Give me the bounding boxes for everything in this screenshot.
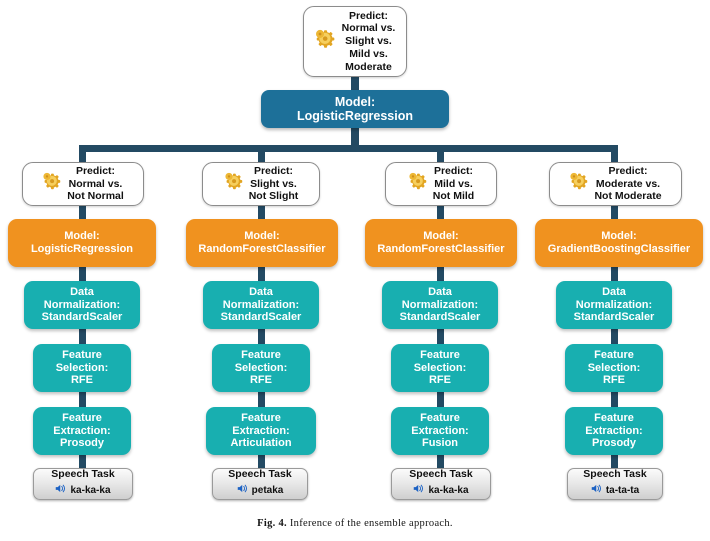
branch-1-selection-box[interactable]: Feature Selection: RFE (33, 344, 131, 392)
branch-2-selection-label: Feature Selection: RFE (234, 349, 288, 387)
connector-b4-model-to-norm (611, 266, 618, 282)
figure-caption: Fig. 4. Inference of the ensemble approa… (0, 518, 710, 529)
connector-b1-model-to-norm (79, 266, 86, 282)
branch-4-extraction-label: Feature Extraction: Prosody (585, 412, 643, 450)
branch-4-extraction-box[interactable]: Feature Extraction: Prosody (565, 407, 663, 455)
connector-b2-model-to-norm (258, 266, 265, 282)
branch-4-speech-task-row: ta-ta-ta (591, 481, 639, 499)
branch-2-selection-box[interactable]: Feature Selection: RFE (212, 344, 310, 392)
branch-1-model-box[interactable]: Model: LogisticRegression (8, 219, 156, 267)
connector-b3-predict-to-model (437, 203, 444, 220)
gear-icon (569, 171, 589, 196)
branch-1-normalization-box[interactable]: Data Normalization: StandardScaler (24, 281, 140, 329)
branch-2-normalization-box[interactable]: Data Normalization: StandardScaler (203, 281, 319, 329)
branch-3-speech-task-title: Speech Task (409, 467, 473, 480)
branch-3-predict-label: Predict: Mild vs. Not Mild (432, 164, 475, 203)
gear-icon (315, 28, 337, 55)
branch-2-extraction-box[interactable]: Feature Extraction: Articulation (206, 407, 316, 455)
connector-branch-bus (79, 145, 618, 152)
root-model-box[interactable]: Model: LogisticRegression (261, 90, 449, 128)
branch-1-normalization-label: Data Normalization: StandardScaler (41, 286, 123, 324)
speaker-icon (413, 481, 425, 499)
branch-1-extraction-label: Feature Extraction: Prosody (53, 412, 111, 450)
branch-4-selection-box[interactable]: Feature Selection: RFE (565, 344, 663, 392)
branch-2-speech-task-title: Speech Task (228, 467, 292, 480)
connector-b1-norm-to-sel (79, 328, 86, 344)
connector-drop-branch-2 (258, 145, 265, 165)
branch-2-predict-label: Predict: Slight vs. Not Slight (248, 164, 299, 203)
branch-4-model-label: Model: GradientBoostingClassifier (547, 230, 691, 255)
branch-2-predict-box[interactable]: Predict: Slight vs. Not Slight (202, 162, 320, 206)
connector-b3-ext-to-speech (437, 454, 444, 470)
connector-root-predict-to-model (351, 76, 359, 94)
branch-3-normalization-box[interactable]: Data Normalization: StandardScaler (382, 281, 498, 329)
connector-b1-predict-to-model (79, 203, 86, 220)
connector-b3-sel-to-ext (437, 392, 444, 408)
branch-3-extraction-label: Feature Extraction: Fusion (411, 412, 469, 450)
speaker-icon (55, 481, 67, 499)
branch-3-extraction-box[interactable]: Feature Extraction: Fusion (391, 407, 489, 455)
branch-4-predict-box[interactable]: Predict: Moderate vs. Not Moderate (549, 162, 682, 206)
connector-root-model-to-bus (351, 126, 359, 149)
branch-2-speech-task-row: petaka (237, 481, 284, 499)
connector-b2-sel-to-ext (258, 392, 265, 408)
branch-3-speech-task-box[interactable]: Speech Task ka-ka-ka (391, 468, 491, 500)
speaker-icon (237, 481, 249, 499)
branch-2-speech-task-label: petaka (251, 484, 284, 496)
branch-1-predict-box[interactable]: Predict: Normal vs. Not Normal (22, 162, 144, 206)
connector-b4-norm-to-sel (611, 328, 618, 344)
speaker-icon (591, 481, 603, 499)
branch-2-model-label: Model: RandomForestClassifier (198, 230, 326, 255)
connector-b1-sel-to-ext (79, 392, 86, 408)
branch-2-extraction-label: Feature Extraction: Articulation (230, 412, 292, 450)
figure-caption-text: Inference of the ensemble approach. (289, 518, 453, 529)
branch-1-speech-task-box[interactable]: Speech Task ka-ka-ka (33, 468, 133, 500)
gear-icon (42, 171, 62, 196)
branch-2-model-box[interactable]: Model: RandomForestClassifier (186, 219, 338, 267)
branch-2-speech-task-box[interactable]: Speech Task petaka (212, 468, 308, 500)
branch-1-extraction-box[interactable]: Feature Extraction: Prosody (33, 407, 131, 455)
connector-b1-ext-to-speech (79, 454, 86, 470)
branch-3-selection-box[interactable]: Feature Selection: RFE (391, 344, 489, 392)
branch-3-model-label: Model: RandomForestClassifier (377, 230, 505, 255)
connector-b2-ext-to-speech (258, 454, 265, 470)
branch-2-normalization-label: Data Normalization: StandardScaler (220, 286, 302, 324)
branch-3-selection-label: Feature Selection: RFE (413, 349, 467, 387)
branch-3-predict-box[interactable]: Predict: Mild vs. Not Mild (385, 162, 497, 206)
connector-b2-norm-to-sel (258, 328, 265, 344)
branch-4-selection-label: Feature Selection: RFE (587, 349, 641, 387)
branch-4-normalization-box[interactable]: Data Normalization: StandardScaler (556, 281, 672, 329)
branch-4-model-box[interactable]: Model: GradientBoostingClassifier (535, 219, 703, 267)
root-model-label: Model: LogisticRegression (297, 94, 413, 123)
connector-drop-branch-4 (611, 145, 618, 165)
branch-1-selection-label: Feature Selection: RFE (55, 349, 109, 387)
gear-icon (224, 171, 244, 196)
branch-1-predict-label: Predict: Normal vs. Not Normal (67, 164, 124, 203)
branch-1-speech-task-row: ka-ka-ka (55, 481, 111, 499)
branch-3-model-box[interactable]: Model: RandomForestClassifier (365, 219, 517, 267)
figure-caption-label: Fig. 4. (257, 518, 287, 529)
branch-1-speech-task-label: ka-ka-ka (70, 484, 111, 496)
branch-1-speech-task-title: Speech Task (51, 467, 115, 480)
connector-b4-predict-to-model (611, 203, 618, 220)
root-predict-box[interactable]: Predict: Normal vs. Slight vs. Mild vs. … (303, 6, 407, 77)
branch-3-speech-task-row: ka-ka-ka (413, 481, 469, 499)
connector-b2-predict-to-model (258, 203, 265, 220)
branch-4-normalization-label: Data Normalization: StandardScaler (573, 286, 655, 324)
branch-4-predict-label: Predict: Moderate vs. Not Moderate (594, 164, 662, 203)
connector-b3-model-to-norm (437, 266, 444, 282)
branch-3-speech-task-label: ka-ka-ka (428, 484, 469, 496)
connector-b4-ext-to-speech (611, 454, 618, 470)
connector-drop-branch-3 (437, 145, 444, 165)
branch-4-speech-task-title: Speech Task (583, 467, 647, 480)
branch-1-model-label: Model: LogisticRegression (30, 230, 134, 255)
connector-b4-sel-to-ext (611, 392, 618, 408)
branch-4-speech-task-box[interactable]: Speech Task ta-ta-ta (567, 468, 663, 500)
connector-drop-branch-1 (79, 145, 86, 165)
connector-b3-norm-to-sel (437, 328, 444, 344)
gear-icon (408, 171, 428, 196)
branch-3-normalization-label: Data Normalization: StandardScaler (399, 286, 481, 324)
branch-4-speech-task-label: ta-ta-ta (605, 484, 640, 496)
root-predict-label: Predict: Normal vs. Slight vs. Mild vs. … (341, 9, 396, 73)
